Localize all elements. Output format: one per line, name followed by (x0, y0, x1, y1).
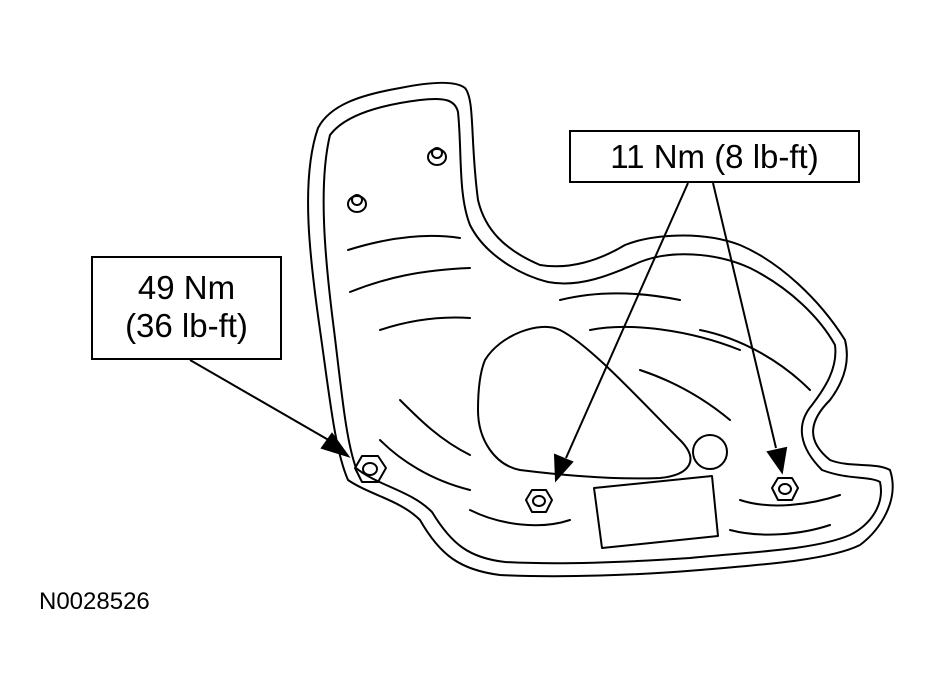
shield-rib (347, 234, 461, 251)
shield-rib (699, 329, 811, 391)
nut-center (525, 489, 553, 513)
stud-top-left (347, 194, 367, 213)
shield-outline (307, 81, 894, 578)
torque-callout-line-1: 49 Nm (137, 269, 236, 306)
shield-rib (399, 399, 471, 456)
torque-callout-11nm: 11 Nm (8 lb-ft) (569, 130, 860, 183)
leader-arrow-right (712, 182, 788, 475)
shield-rib (729, 524, 831, 536)
torque-callout-49nm: 49 Nm (36 lb-ft) (91, 256, 282, 360)
leader-arrow-left (189, 359, 351, 458)
torque-callout-line-2: (36 lb-ft) (125, 307, 248, 344)
shield-rib (469, 509, 571, 527)
torque-callout-text: 11 Nm (8 lb-ft) (610, 138, 819, 175)
shield-rib (589, 325, 741, 351)
shield-center-window (477, 325, 692, 480)
shield-rib (559, 292, 681, 301)
nut-right (771, 477, 799, 501)
leader-arrow-center (553, 182, 689, 483)
shield-inner-flange (322, 97, 882, 565)
shield-rib (379, 439, 471, 491)
figure-id: N0028526 (39, 588, 150, 615)
shield-rib (349, 267, 471, 293)
nut-left (354, 455, 387, 483)
shield-rib (739, 494, 841, 507)
shield-plate (593, 475, 719, 549)
shield-rib (379, 316, 471, 331)
shield-round-hole (692, 434, 728, 470)
shield-rib (639, 369, 731, 421)
stud-top-right (427, 147, 447, 166)
